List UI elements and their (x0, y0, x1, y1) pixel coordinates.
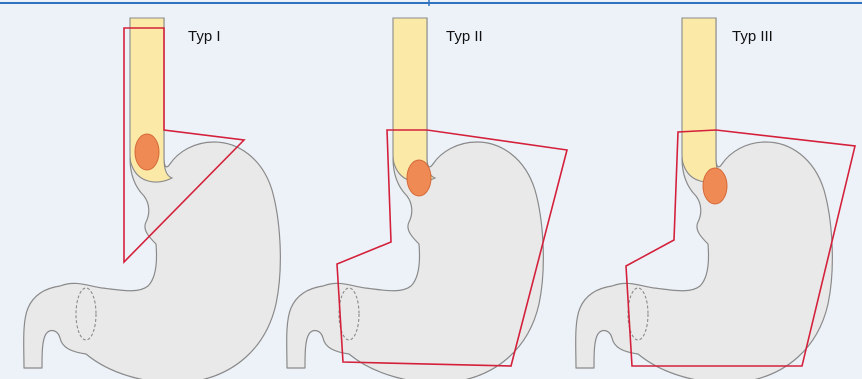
tumor-type-3 (703, 168, 727, 204)
tumor-type-1 (135, 134, 159, 170)
label-type-1: Typ I (188, 28, 221, 45)
tumor-type-2 (407, 160, 431, 196)
label-type-2: Typ II (446, 28, 483, 45)
label-type-3: Typ III (732, 28, 773, 45)
